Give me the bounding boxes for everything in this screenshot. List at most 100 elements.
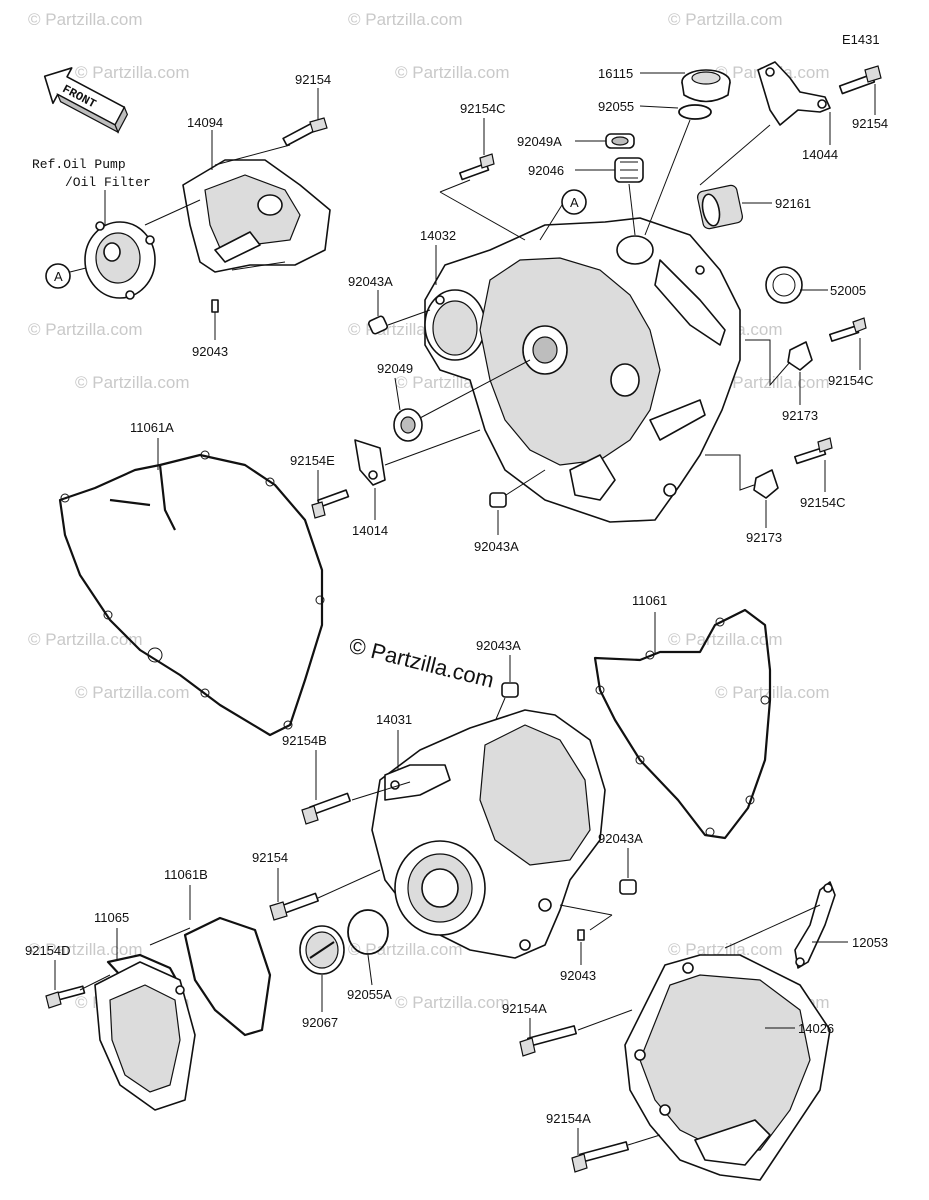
ref-marker: [561, 189, 587, 215]
bracket-14044: [757, 61, 831, 126]
part-14094: [182, 159, 331, 273]
bolt-92154E: [311, 489, 350, 519]
label-11061: 11061: [632, 593, 667, 608]
ref-note-line1: Ref.Oil Pump: [32, 157, 126, 172]
label-92154: 92154: [852, 116, 888, 131]
watermark: © Partzilla.com: [28, 10, 143, 29]
part-labels: 92154 14094 92043 92154C 14032 92043A 92…: [25, 66, 888, 1126]
label-92043: 92043: [560, 968, 596, 983]
cap-92161: [697, 184, 743, 230]
label-14094: 14094: [187, 115, 223, 130]
ref-marker: [45, 263, 71, 289]
part-14026: [624, 954, 831, 1181]
label-92154A: 92154A: [502, 1001, 547, 1016]
dowel-92043-l: [211, 299, 219, 313]
label-92049A: 92049A: [517, 134, 562, 149]
dowel-92043-b: [577, 929, 585, 941]
part-14032: [424, 217, 741, 523]
watermark: © Partzilla.com: [395, 63, 510, 82]
bolt-92154-tr: [838, 65, 882, 95]
bolt-92154D: [45, 985, 86, 1009]
label-11061A: 11061A: [130, 420, 174, 435]
gasket-11061: [593, 608, 772, 840]
seal-52005: [765, 266, 803, 304]
label-92067: 92067: [302, 1015, 338, 1030]
watermark: © Partzilla.com: [75, 373, 190, 392]
label-14014: 14014: [352, 523, 388, 538]
bearing-92046: [614, 157, 644, 183]
dowel-92043A-2: [489, 492, 507, 508]
label-14032: 14032: [420, 228, 456, 243]
bolt-92154C-t: [459, 153, 495, 181]
watermark: © Partzilla.com: [75, 63, 190, 82]
bracket-12053: [794, 881, 836, 969]
bolt-92154A-1: [519, 1025, 578, 1057]
oring-92055: [678, 104, 712, 120]
watermark: © Partzilla.com: [28, 320, 143, 339]
center-watermark: © Partzilla.com: [347, 633, 497, 693]
watermark: © Partzilla.com: [395, 993, 510, 1012]
gasket-11061B: [183, 916, 272, 1037]
watermark: © Partzilla.com: [668, 10, 783, 29]
part-14031: [371, 709, 606, 959]
label-92154B: 92154B: [282, 733, 327, 748]
gasket-11061A: [58, 453, 324, 737]
oring-92055A: [347, 909, 389, 955]
cap-16115: [681, 69, 731, 103]
label-92046: 92046: [528, 163, 564, 178]
bolt-92154-tl: [282, 117, 328, 147]
label-92043A: 92043A: [474, 539, 519, 554]
label-14031: 14031: [376, 712, 412, 727]
bolt-92154C-r2: [794, 437, 833, 465]
bolt-92154B: [301, 792, 351, 825]
watermark: © Partzilla.com: [715, 683, 830, 702]
label-92154D: 92154D: [25, 943, 71, 958]
oil-pump-ref-part: [84, 221, 156, 300]
label-16115: 16115: [598, 66, 633, 81]
seal-92049: [393, 408, 423, 442]
watermark: © Partzilla.com: [348, 940, 463, 959]
seal-92049A: [605, 133, 635, 149]
label-92154C: 92154C: [800, 495, 846, 510]
watermark: © Partzilla.com: [668, 630, 783, 649]
label-92154: 92154: [252, 850, 288, 865]
label-92055: 92055: [598, 99, 634, 114]
label-92154: 92154: [295, 72, 331, 87]
watermark: © Partzilla.com: [28, 940, 143, 959]
dowel-92043A-1: [367, 315, 389, 335]
watermark: © Partzilla.com: [668, 940, 783, 959]
ref-marker-label: A: [570, 195, 579, 210]
ref-marker-label: A: [54, 269, 63, 284]
label-92043A: 92043A: [348, 274, 393, 289]
label-11061B: 11061B: [164, 867, 208, 882]
label-92043A: 92043A: [476, 638, 521, 653]
diagram-code: E1431: [842, 32, 880, 47]
watermark: © Partzilla.com: [75, 683, 190, 702]
clamp-92173-1: [787, 341, 813, 371]
dowel-92043A-4: [619, 879, 637, 895]
label-92049: 92049: [377, 361, 413, 376]
bolt-92154A-2: [571, 1141, 630, 1173]
label-92154E: 92154E: [290, 453, 335, 468]
label-92154A: 92154A: [546, 1111, 591, 1126]
plug-92067: [299, 925, 345, 975]
label-92043A: 92043A: [598, 831, 643, 846]
label-14026: 14026: [798, 1021, 834, 1036]
watermark: © Partzilla.com: [28, 630, 143, 649]
ref-note-line2: /Oil Filter: [65, 175, 151, 190]
watermark: © Partzilla.com: [348, 10, 463, 29]
label-92154C: 92154C: [828, 373, 874, 388]
label-92154C: 92154C: [460, 101, 506, 116]
clamp-92173-2: [753, 469, 779, 499]
label-92173: 92173: [746, 530, 782, 545]
bolt-92154-m: [269, 892, 319, 921]
label-92161: 92161: [775, 196, 811, 211]
label-52005: 52005: [830, 283, 866, 298]
label-14044: 14044: [802, 147, 838, 162]
label-92173: 92173: [782, 408, 818, 423]
dowel-92043A-3: [501, 682, 519, 698]
label-11065: 11065: [94, 910, 129, 925]
bolt-92154C-r1: [828, 317, 867, 342]
label-12053: 12053: [852, 935, 888, 950]
